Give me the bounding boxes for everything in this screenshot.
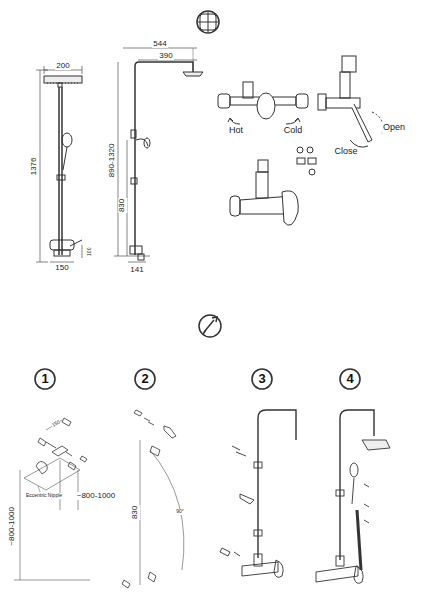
dimension: ~800-1000	[8, 506, 17, 546]
angle: 90°	[175, 509, 185, 515]
dimension: ~800-1000	[76, 492, 116, 501]
step-number: 4	[345, 372, 354, 386]
direction-label: Cold	[283, 126, 304, 136]
install-icon	[199, 315, 221, 337]
step-circles	[35, 369, 360, 389]
dimension: 830	[132, 504, 141, 519]
dimension: 150	[54, 264, 69, 273]
step2-drilling	[122, 410, 184, 588]
direction-label: Open	[382, 123, 406, 133]
step-number: 2	[140, 372, 149, 386]
step-number: 3	[257, 372, 266, 386]
dimension: 890-1320	[108, 142, 117, 178]
view-icon	[197, 11, 219, 33]
dimension: 1376	[30, 156, 39, 176]
mixer-perspective	[230, 147, 316, 225]
step3-assembly	[220, 410, 296, 577]
mixer-front	[218, 82, 308, 124]
dimension: 200	[55, 62, 70, 71]
direction-label: Close	[333, 147, 358, 157]
dimension: 830	[119, 197, 128, 212]
dimension: 390	[158, 52, 173, 61]
mixer-side	[318, 56, 383, 147]
dimension: 100	[87, 247, 93, 257]
dimension: 150	[50, 419, 62, 429]
step4-head-hand-shower	[316, 410, 390, 583]
shower-side-view	[114, 48, 203, 262]
dimension: 544	[152, 40, 167, 49]
step-number: 1	[40, 372, 49, 386]
shower-front-view	[36, 66, 82, 262]
direction-label: Hot	[228, 126, 244, 136]
dimension: 141	[129, 266, 144, 275]
part-name: Eccentric Nipple	[25, 493, 63, 499]
